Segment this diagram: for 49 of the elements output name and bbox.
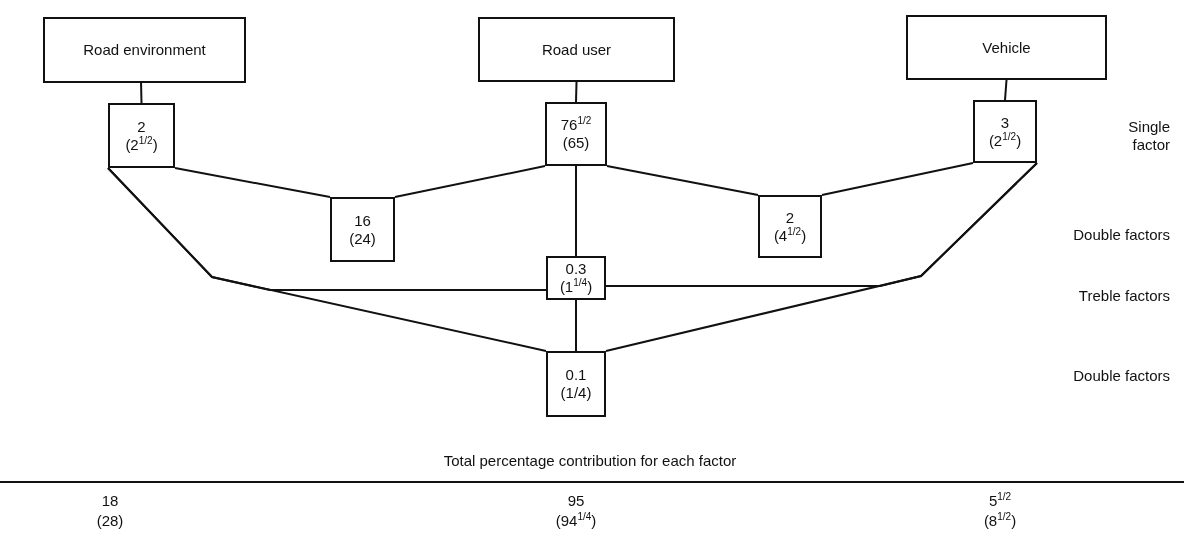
value-box: [108, 103, 175, 168]
connector-line: [575, 165, 577, 257]
factor-box: [43, 17, 246, 83]
section-heading: Total percentage contribution for each factor: [442, 452, 738, 470]
percentage-value: 3: [1000, 113, 1010, 132]
connector-line: [575, 81, 578, 103]
row-label: Double factors: [1072, 367, 1170, 385]
connector-line: [1004, 79, 1008, 101]
total-value: (28): [95, 512, 125, 530]
total-value: (94$^{1/4}$): [554, 512, 598, 530]
percentage-value: 76$^{1/2}$: [560, 116, 592, 134]
total-value: 18: [100, 492, 120, 510]
value-box: [546, 256, 606, 300]
connector-line: [394, 165, 546, 198]
factor-box: [478, 17, 675, 82]
value-box: [758, 195, 822, 258]
value-box: [545, 102, 607, 166]
factor-label: Road environment: [83, 41, 206, 59]
value-box: [330, 197, 395, 262]
total-value: (8$^{1/2}$): [982, 512, 1018, 530]
percentage-value: 16: [354, 211, 371, 230]
percentage-value: (1$^{1/4}$): [559, 278, 593, 296]
percentage-value: (2$^{1/2}$): [125, 135, 158, 154]
value-box: [973, 100, 1037, 163]
row-label: Treble factors: [1077, 287, 1170, 305]
total-value: 5$^{1/2}$: [987, 492, 1013, 510]
connector-line: [605, 162, 1038, 352]
percentage-value: 2: [785, 208, 795, 227]
connector-line: [140, 82, 143, 104]
connector-line: [174, 167, 331, 198]
connector-line: [575, 299, 577, 352]
value-box: [546, 351, 606, 417]
percentage-value: (2$^{1/2}$): [988, 131, 1022, 150]
row-label: Single factor: [1127, 118, 1170, 154]
connector-line: [606, 165, 759, 196]
percentage-value: (24): [349, 229, 376, 248]
percentage-value: 0.1: [565, 366, 587, 384]
percentage-value: 0.3: [565, 260, 587, 278]
percentage-value: 2: [137, 117, 146, 136]
total-value: 95: [566, 492, 586, 510]
percentage-value: (65): [562, 134, 590, 152]
connector-line: [107, 167, 547, 352]
factor-label: Vehicle: [982, 38, 1031, 57]
factor-label: Road user: [541, 40, 612, 59]
connector-line: [821, 162, 974, 196]
factor-box: [906, 15, 1107, 80]
row-label: Double factors: [1072, 226, 1170, 244]
percentage-value: (4$^{1/2}$): [773, 226, 807, 245]
percentage-value: (1/4): [560, 384, 592, 402]
